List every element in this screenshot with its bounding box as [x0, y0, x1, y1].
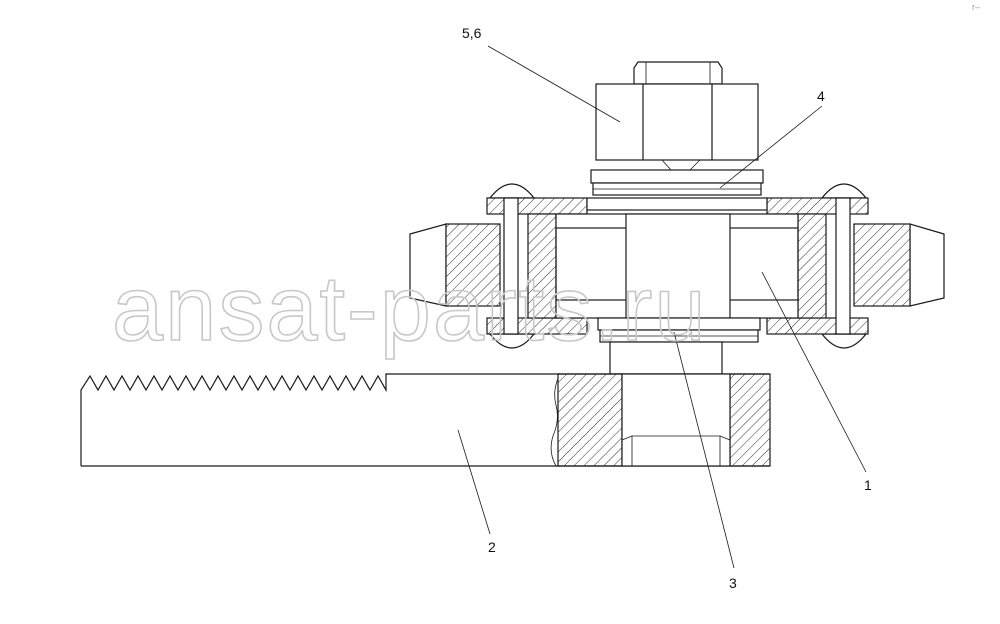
bushing: [597, 317, 761, 375]
label-1: 1: [864, 477, 872, 493]
label-2: 2: [488, 539, 496, 555]
nut-assembly: [590, 61, 764, 196]
toothed-rack: [80, 373, 771, 467]
label-4: 4: [817, 88, 825, 104]
leader-lines: [457, 45, 867, 569]
gear-wheel: [409, 183, 945, 349]
watermark: ansat-parts.ru: [112, 258, 708, 360]
label-5-6: 5,6: [462, 25, 482, 41]
label-3: 3: [729, 575, 737, 591]
corner-mark: r–: [972, 2, 980, 12]
